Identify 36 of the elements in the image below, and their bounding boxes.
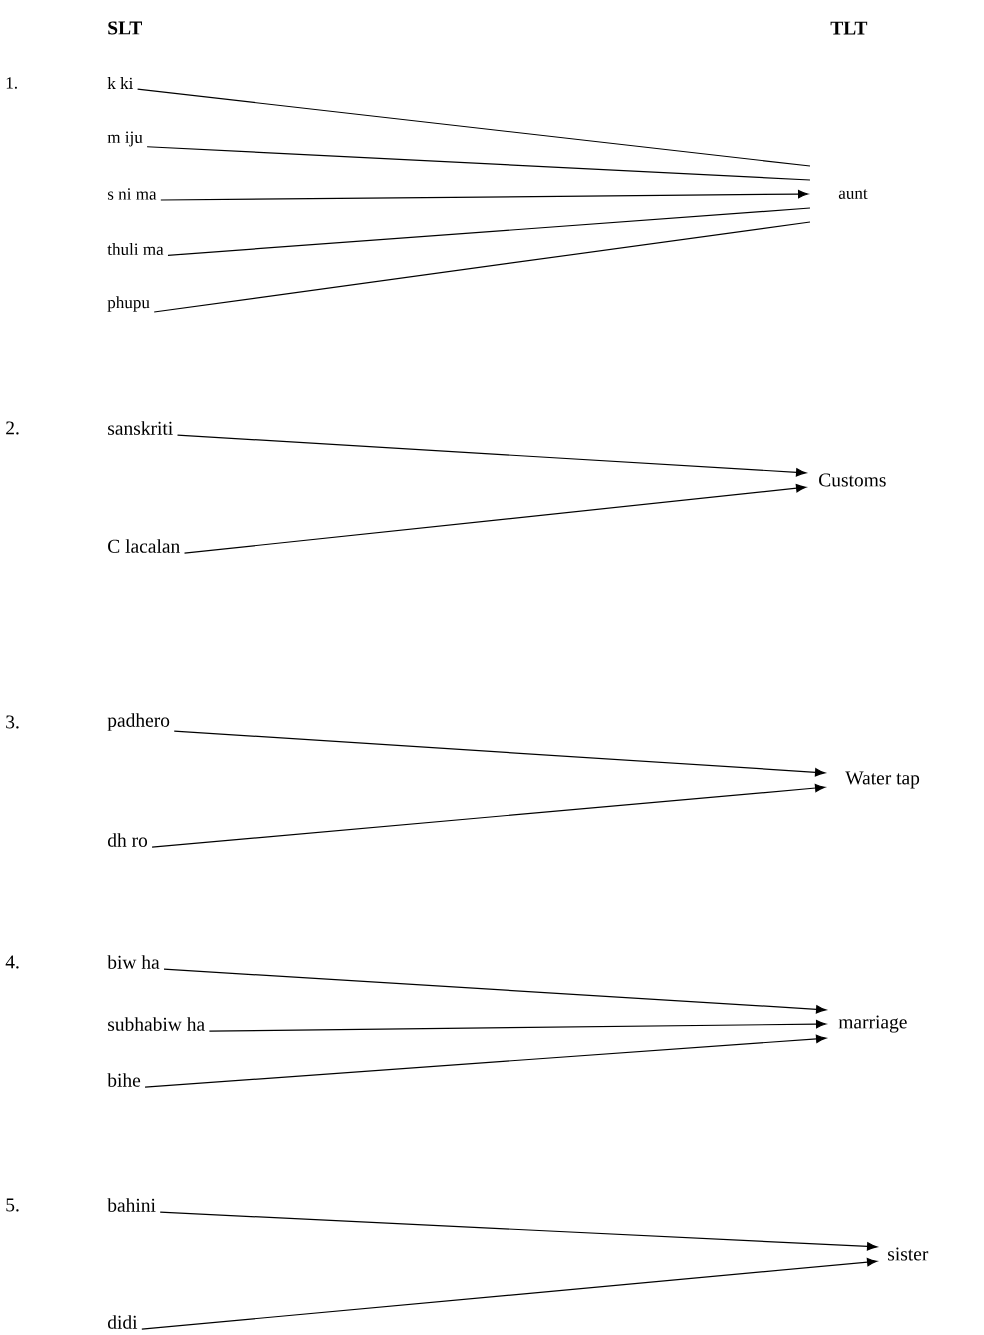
- column-heading: TLT: [830, 21, 868, 35]
- source-word: biw ha: [107, 955, 160, 969]
- arrow: [208, 1019, 827, 1032]
- source-word: k ki: [107, 77, 133, 89]
- item-number: 5.: [6, 1198, 19, 1212]
- arrow: [141, 1257, 878, 1330]
- item-number: 4.: [5, 955, 19, 969]
- source-word: dh ro: [108, 833, 148, 847]
- target-word: Water tap: [845, 771, 920, 789]
- source-word: sanskriti: [108, 421, 173, 435]
- target-word: Customs: [819, 473, 886, 487]
- arrow: [151, 783, 826, 848]
- source-word: C lacalan: [108, 539, 180, 553]
- source-word: bihe: [107, 1073, 141, 1087]
- arrow: [183, 484, 807, 554]
- source-word: didi: [108, 1315, 138, 1329]
- target-word: marriage: [838, 1015, 907, 1033]
- arrow: [173, 730, 826, 777]
- target-word: aunt: [838, 189, 868, 199]
- arrow: [176, 434, 807, 477]
- source-word: m iju: [107, 131, 143, 147]
- column-heading: SLT: [108, 21, 142, 35]
- item-number: 1.: [6, 77, 17, 89]
- item-number: 3.: [6, 715, 19, 729]
- source-word: thuli ma: [107, 243, 164, 255]
- source-word: s ni ma: [107, 188, 157, 200]
- arrow: [160, 189, 809, 201]
- source-word: bahini: [107, 1198, 156, 1212]
- source-word: subhabiw ha: [108, 1017, 205, 1031]
- source-word: phupu: [107, 296, 150, 312]
- target-word: sister: [888, 1247, 929, 1261]
- arrow: [159, 1211, 878, 1251]
- arrow: [144, 1034, 827, 1088]
- item-number: 2.: [6, 421, 19, 435]
- source-word: padhero: [107, 713, 170, 731]
- arrow: [163, 968, 827, 1014]
